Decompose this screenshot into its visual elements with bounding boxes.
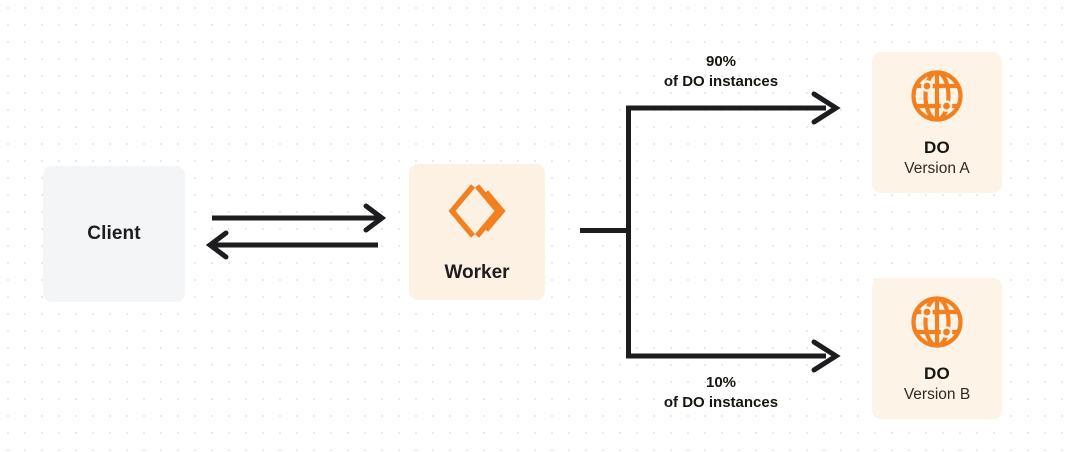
edge-client-to-worker <box>212 203 387 233</box>
node-worker[interactable]: Worker <box>409 164 545 300</box>
node-do-b-label: DO <box>924 363 950 383</box>
durable-object-globe-icon <box>909 294 965 350</box>
edge-label-do-a-percent: 90% <box>705 53 737 70</box>
node-client[interactable]: Client <box>43 166 185 302</box>
node-do-a-sublabel: Version A <box>904 159 970 177</box>
edge-label-do-a: 90% of DO instances <box>621 52 821 93</box>
edge-label-do-a-description: of DO instances <box>663 73 779 91</box>
node-worker-label: Worker <box>444 262 510 283</box>
durable-object-globe-icon <box>909 68 965 124</box>
edge-label-do-b: 10% of DO instances <box>621 373 821 414</box>
edge-label-do-b-percent: 10% <box>705 374 737 391</box>
cloudflare-workers-icon <box>446 180 508 242</box>
node-client-label: Client <box>87 223 141 244</box>
node-do-b-sublabel: Version B <box>903 385 971 403</box>
node-do-b[interactable]: DO Version B <box>872 278 1002 419</box>
node-do-a[interactable]: DO Version A <box>872 52 1002 193</box>
node-do-a-label: DO <box>924 137 950 157</box>
edge-worker-to-do-b <box>626 339 841 373</box>
edge-worker-to-client <box>205 230 378 260</box>
edge-worker-to-do-a <box>626 91 841 125</box>
edge-label-do-b-description: of DO instances <box>663 394 779 412</box>
